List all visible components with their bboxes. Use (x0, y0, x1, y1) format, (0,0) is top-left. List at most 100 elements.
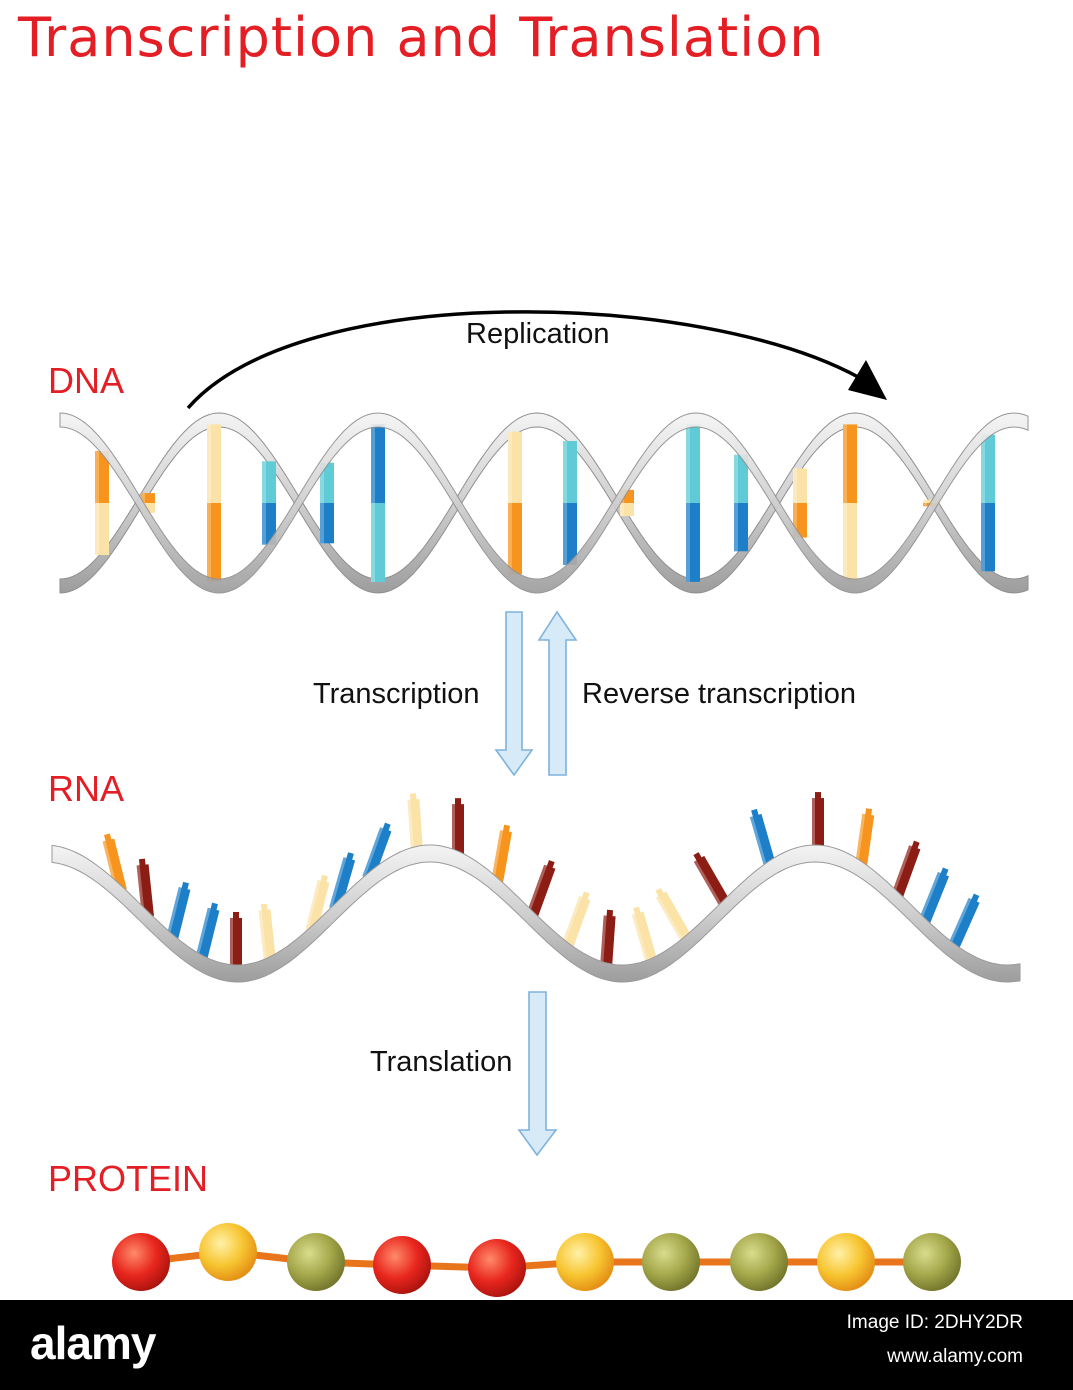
dna-base (563, 503, 577, 565)
dna-base-highlight (95, 450, 99, 556)
reverse-transcription-arrow (537, 610, 578, 776)
rna-nucleotide (855, 808, 875, 867)
rna-base-highlight (812, 798, 815, 851)
dna-base-highlight (843, 424, 847, 582)
amino-acid-bead (199, 1223, 257, 1281)
dna-base (262, 503, 276, 545)
rna-nucleotide (947, 893, 980, 951)
dna-base-highlight (923, 499, 927, 507)
rna-base-tip (104, 833, 112, 843)
rna-nucleotide (561, 891, 591, 950)
dna-base-pair (843, 424, 857, 582)
dna-base-pair (371, 424, 385, 582)
rna-nucleotide (655, 887, 693, 943)
dna-base (923, 499, 937, 504)
rna-nucleotide (749, 808, 776, 868)
dna-base (686, 503, 700, 582)
rna-base (195, 907, 220, 962)
dna-base (563, 441, 577, 504)
rna-base-tip (138, 858, 146, 868)
dna-label: DNA (48, 360, 125, 401)
dna-base (734, 454, 748, 504)
rna-base-tip (581, 891, 590, 902)
dna-base-highlight (793, 468, 797, 538)
dna-base-highlight (508, 431, 512, 575)
rna-base-tip (502, 824, 511, 834)
rna-base-tip (260, 903, 268, 913)
rna-nucleotide (600, 909, 616, 969)
rna-nucleotide (136, 858, 154, 918)
rna-nucleotide (526, 860, 556, 918)
dna-base (95, 503, 109, 556)
rna-nucleotide (631, 906, 658, 965)
dna-base-pair (95, 450, 109, 556)
rna-nucleotide (195, 902, 220, 962)
rna-base-highlight (362, 827, 383, 878)
rna-base (136, 864, 154, 918)
rna-base (812, 798, 824, 851)
rna-base (305, 879, 330, 934)
rna-base (452, 804, 464, 857)
rna-base (947, 897, 980, 951)
image-id: Image ID: 2DHY2DR (846, 1312, 1023, 1333)
rna-nucleotide (407, 793, 423, 852)
dna-base (320, 503, 334, 544)
rna-base-highlight (136, 865, 146, 918)
dna-base (508, 431, 522, 504)
rna-base (102, 838, 127, 892)
dna-base-pair (207, 424, 221, 582)
rna-base-tip (693, 852, 703, 863)
rna-nucleotide (230, 911, 242, 970)
rna-single-strand (51, 792, 1021, 983)
rna-nucleotides (102, 792, 980, 970)
rna-nucleotide (329, 852, 356, 911)
dna-front-strand (59, 412, 1029, 594)
rna-nucleotide (305, 874, 330, 934)
rna-base-highlight (329, 857, 347, 908)
rna-base (891, 845, 921, 899)
footer-bar: alamy Image ID: 2DHY2DR www.alamy.com (0, 1300, 1073, 1390)
dna-base-pair (262, 461, 276, 545)
amino-acid-bead (373, 1236, 431, 1294)
amino-acid-bead (730, 1233, 788, 1291)
rna-base-highlight (491, 830, 504, 882)
dna-base (843, 503, 857, 582)
rna-base-highlight (258, 910, 268, 963)
dna-base-pair (508, 431, 522, 575)
rna-base-tip (455, 798, 461, 807)
peptide-bond-line (137, 1248, 936, 1272)
rna-base (655, 891, 693, 943)
rna-base (918, 871, 950, 925)
translation-label: Translation (370, 1046, 513, 1078)
rna-base-tip (382, 822, 391, 833)
page-title: Transcription and Translation (18, 6, 825, 69)
rna-base-tip (210, 902, 218, 912)
dna-strand-1 (59, 412, 1029, 594)
rna-base (631, 911, 658, 965)
replication-label: Replication (466, 318, 610, 350)
dna-base (207, 503, 221, 582)
amino-acid-bead (468, 1239, 526, 1297)
replication-arrowhead (848, 360, 887, 400)
rna-base-tip (606, 909, 614, 919)
rna-base-highlight (305, 879, 321, 932)
rna-nucleotide (491, 824, 512, 884)
rna-label: RNA (48, 768, 125, 809)
dna-base-highlight (262, 461, 266, 545)
rna-base (749, 813, 776, 868)
rna-nucleotide (362, 822, 392, 881)
rna-base-tip (633, 906, 642, 916)
dna-double-helix (59, 412, 1029, 594)
rna-base (329, 857, 356, 911)
rna-nucleotide (693, 852, 731, 907)
dna-base-highlight (371, 424, 375, 582)
rna-base-tip (233, 911, 239, 920)
rna-base-tip (320, 874, 328, 884)
dna-base-pairs (95, 424, 995, 582)
rna-base (855, 813, 875, 867)
rna-base-tip (864, 808, 873, 818)
dna-base (262, 461, 276, 504)
translation-arrow (517, 991, 558, 1157)
dna-base-highlight (207, 424, 211, 582)
amino-acid-bead (287, 1233, 345, 1291)
